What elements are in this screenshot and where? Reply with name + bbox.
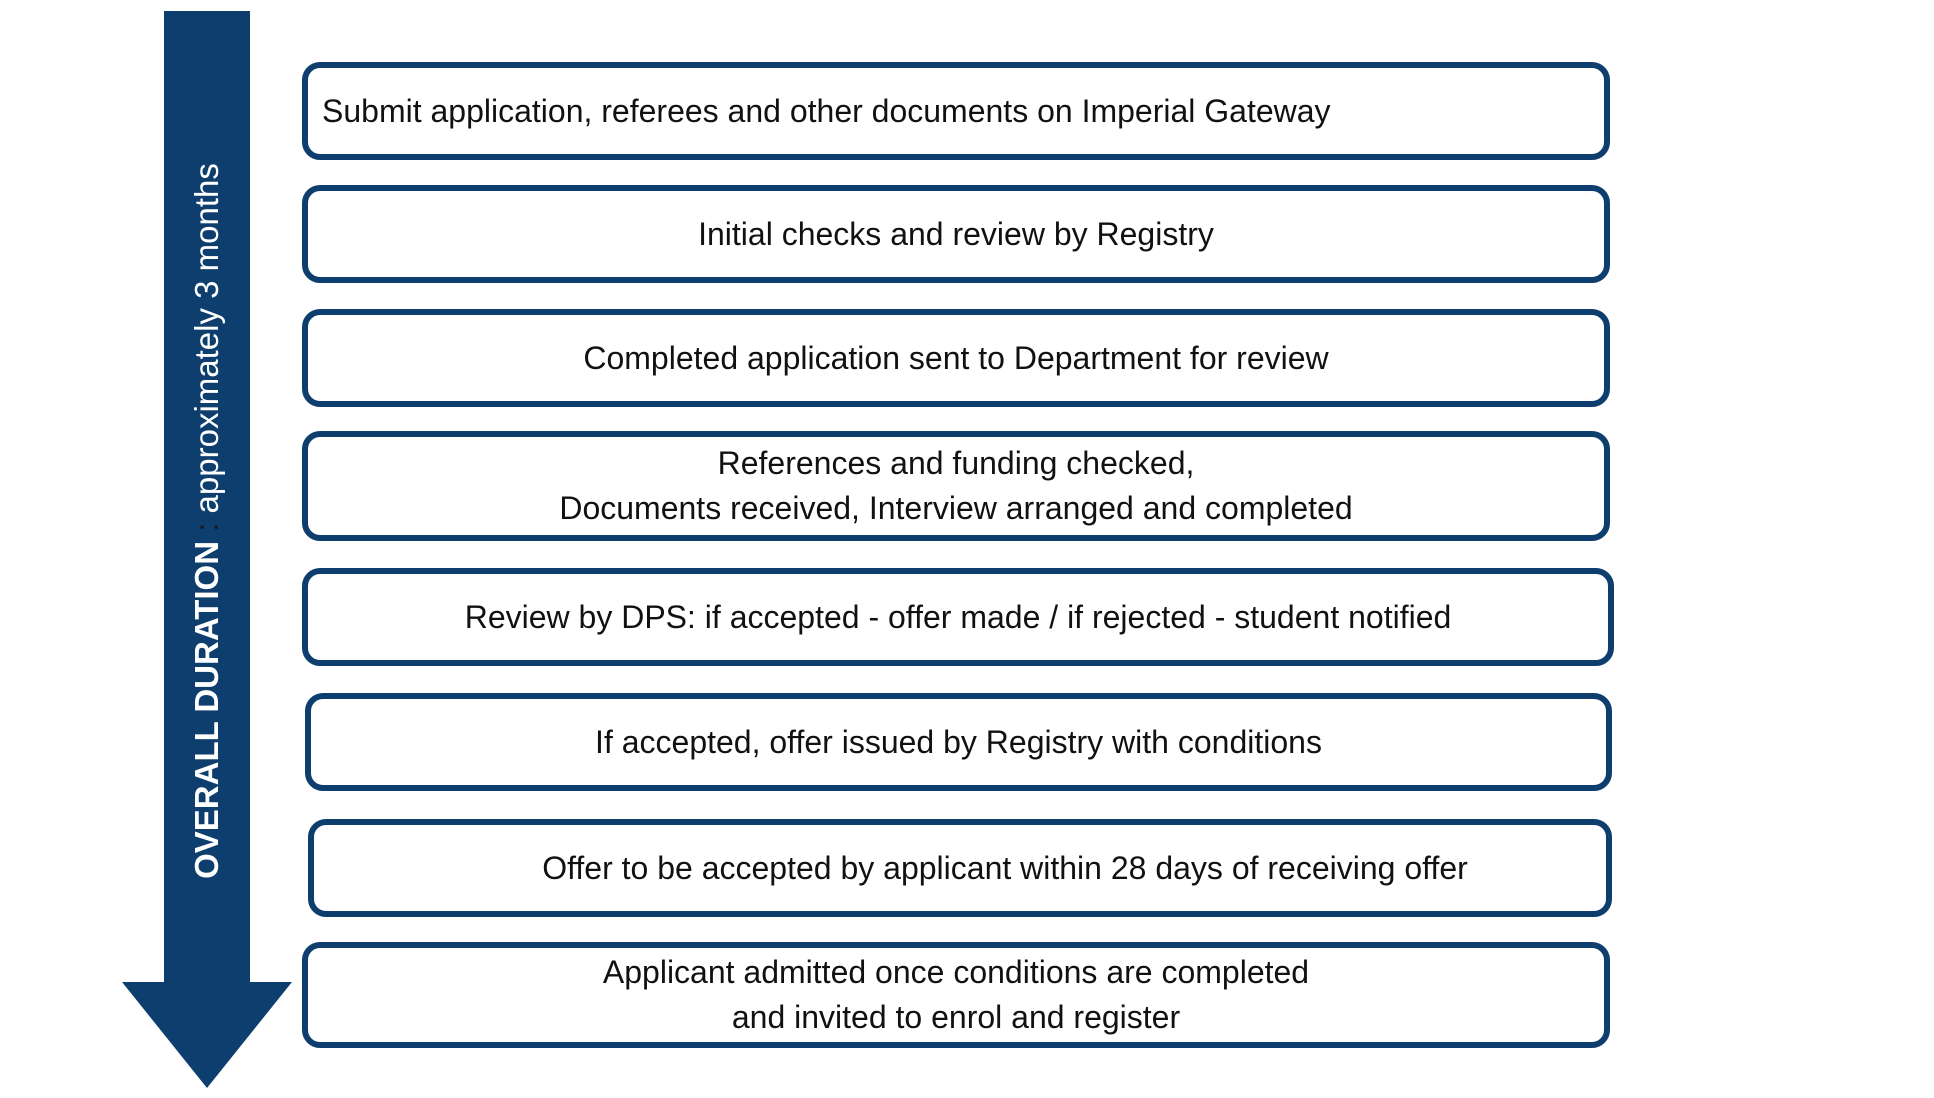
step-7-box: Offer to be accepted by applicant within… <box>308 819 1612 917</box>
step-text: Completed application sent to Department… <box>583 339 1329 376</box>
step-8-box: Applicant admitted once conditions are c… <box>302 942 1610 1048</box>
step-text-line-1: References and funding checked, <box>717 445 1195 481</box>
step-1-box: Submit application, referees and other d… <box>302 62 1610 160</box>
step-text-line-2: and invited to enrol and register <box>731 999 1181 1035</box>
step-text-line-1: Applicant admitted once conditions are c… <box>602 954 1310 990</box>
step-2-box: Initial checks and review by Registry <box>302 185 1610 283</box>
step-text: Submit application, referees and other d… <box>322 92 1331 129</box>
duration-value: approximately 3 months <box>188 163 225 514</box>
duration-arrow <box>122 11 292 1088</box>
overall-duration-label: OVERALL DURATION : approximately 3 month… <box>188 163 226 879</box>
step-6-box: If accepted, offer issued by Registry wi… <box>305 693 1612 791</box>
step-text: If accepted, offer issued by Registry wi… <box>595 723 1322 760</box>
step-3-box: Completed application sent to Department… <box>302 309 1610 407</box>
duration-heading: OVERALL DURATION <box>188 540 225 879</box>
step-text: Initial checks and review by Registry <box>698 215 1214 252</box>
step-text: Offer to be accepted by applicant within… <box>542 849 1468 886</box>
duration-separator: : <box>188 513 225 541</box>
step-5-box: Review by DPS: if accepted - offer made … <box>302 568 1614 666</box>
step-text-line-2: Documents received, Interview arranged a… <box>559 490 1353 526</box>
step-text: Review by DPS: if accepted - offer made … <box>464 598 1452 635</box>
down-arrow-icon <box>122 11 292 1088</box>
step-4-box: References and funding checked, Documents… <box>302 431 1610 541</box>
